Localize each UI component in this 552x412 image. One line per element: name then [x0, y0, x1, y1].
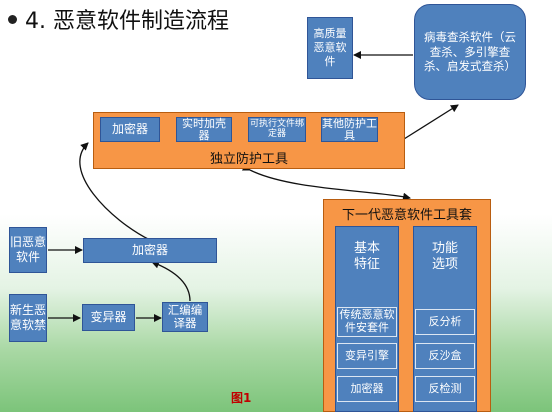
traditional-suite-box: 传统恶意软件安套件 — [337, 307, 397, 337]
mutator-box: 变异器 — [82, 304, 135, 331]
arrow-encryptor-to-tools — [79, 142, 151, 241]
bullet-icon — [8, 14, 17, 24]
title-text: 4. 恶意软件制造流程 — [25, 9, 229, 34]
exec-binder-box: 可执行文件绑定器 — [248, 117, 306, 142]
page-title: 4. 恶意软件制造流程 — [8, 3, 229, 35]
anti-analysis-box: 反分析 — [415, 309, 475, 335]
encryptor-top-box: 加密器 — [100, 117, 160, 142]
encryptor-bottom-box: 加密器 — [337, 376, 397, 402]
new-malware-box: 新生恶意软禁 — [9, 294, 47, 342]
assembler-box: 汇编编译器 — [162, 302, 208, 332]
encryptor-mid-box: 加密器 — [83, 238, 217, 263]
anti-detect-box: 反检测 — [415, 376, 475, 402]
next-gen-suite-title: 下一代恶意软件工具套 — [341, 208, 472, 223]
arrow-assembler-to-encryptor — [151, 260, 191, 302]
realtime-shell-box: 实时加壳器 — [176, 117, 232, 142]
arrow-tools-to-antivirus — [403, 104, 459, 140]
independent-tools-label: 独立防护工具 — [209, 152, 288, 167]
mutation-engine-box: 变异引擎 — [337, 343, 397, 369]
arrow-tools-to-suite — [241, 163, 411, 201]
anti-sandbox-box: 反沙盒 — [415, 343, 475, 369]
high-quality-malware-box: 高质量恶意软件 — [307, 17, 353, 79]
antivirus-software-box: 病毒查杀软件（云查杀、多引擎查杀、启发式查杀） — [414, 4, 526, 100]
other-tools-box: 其他防护工具 — [321, 116, 378, 142]
figure-label: 图1 — [231, 391, 252, 405]
old-malware-box: 旧恶意软件 — [9, 227, 47, 273]
